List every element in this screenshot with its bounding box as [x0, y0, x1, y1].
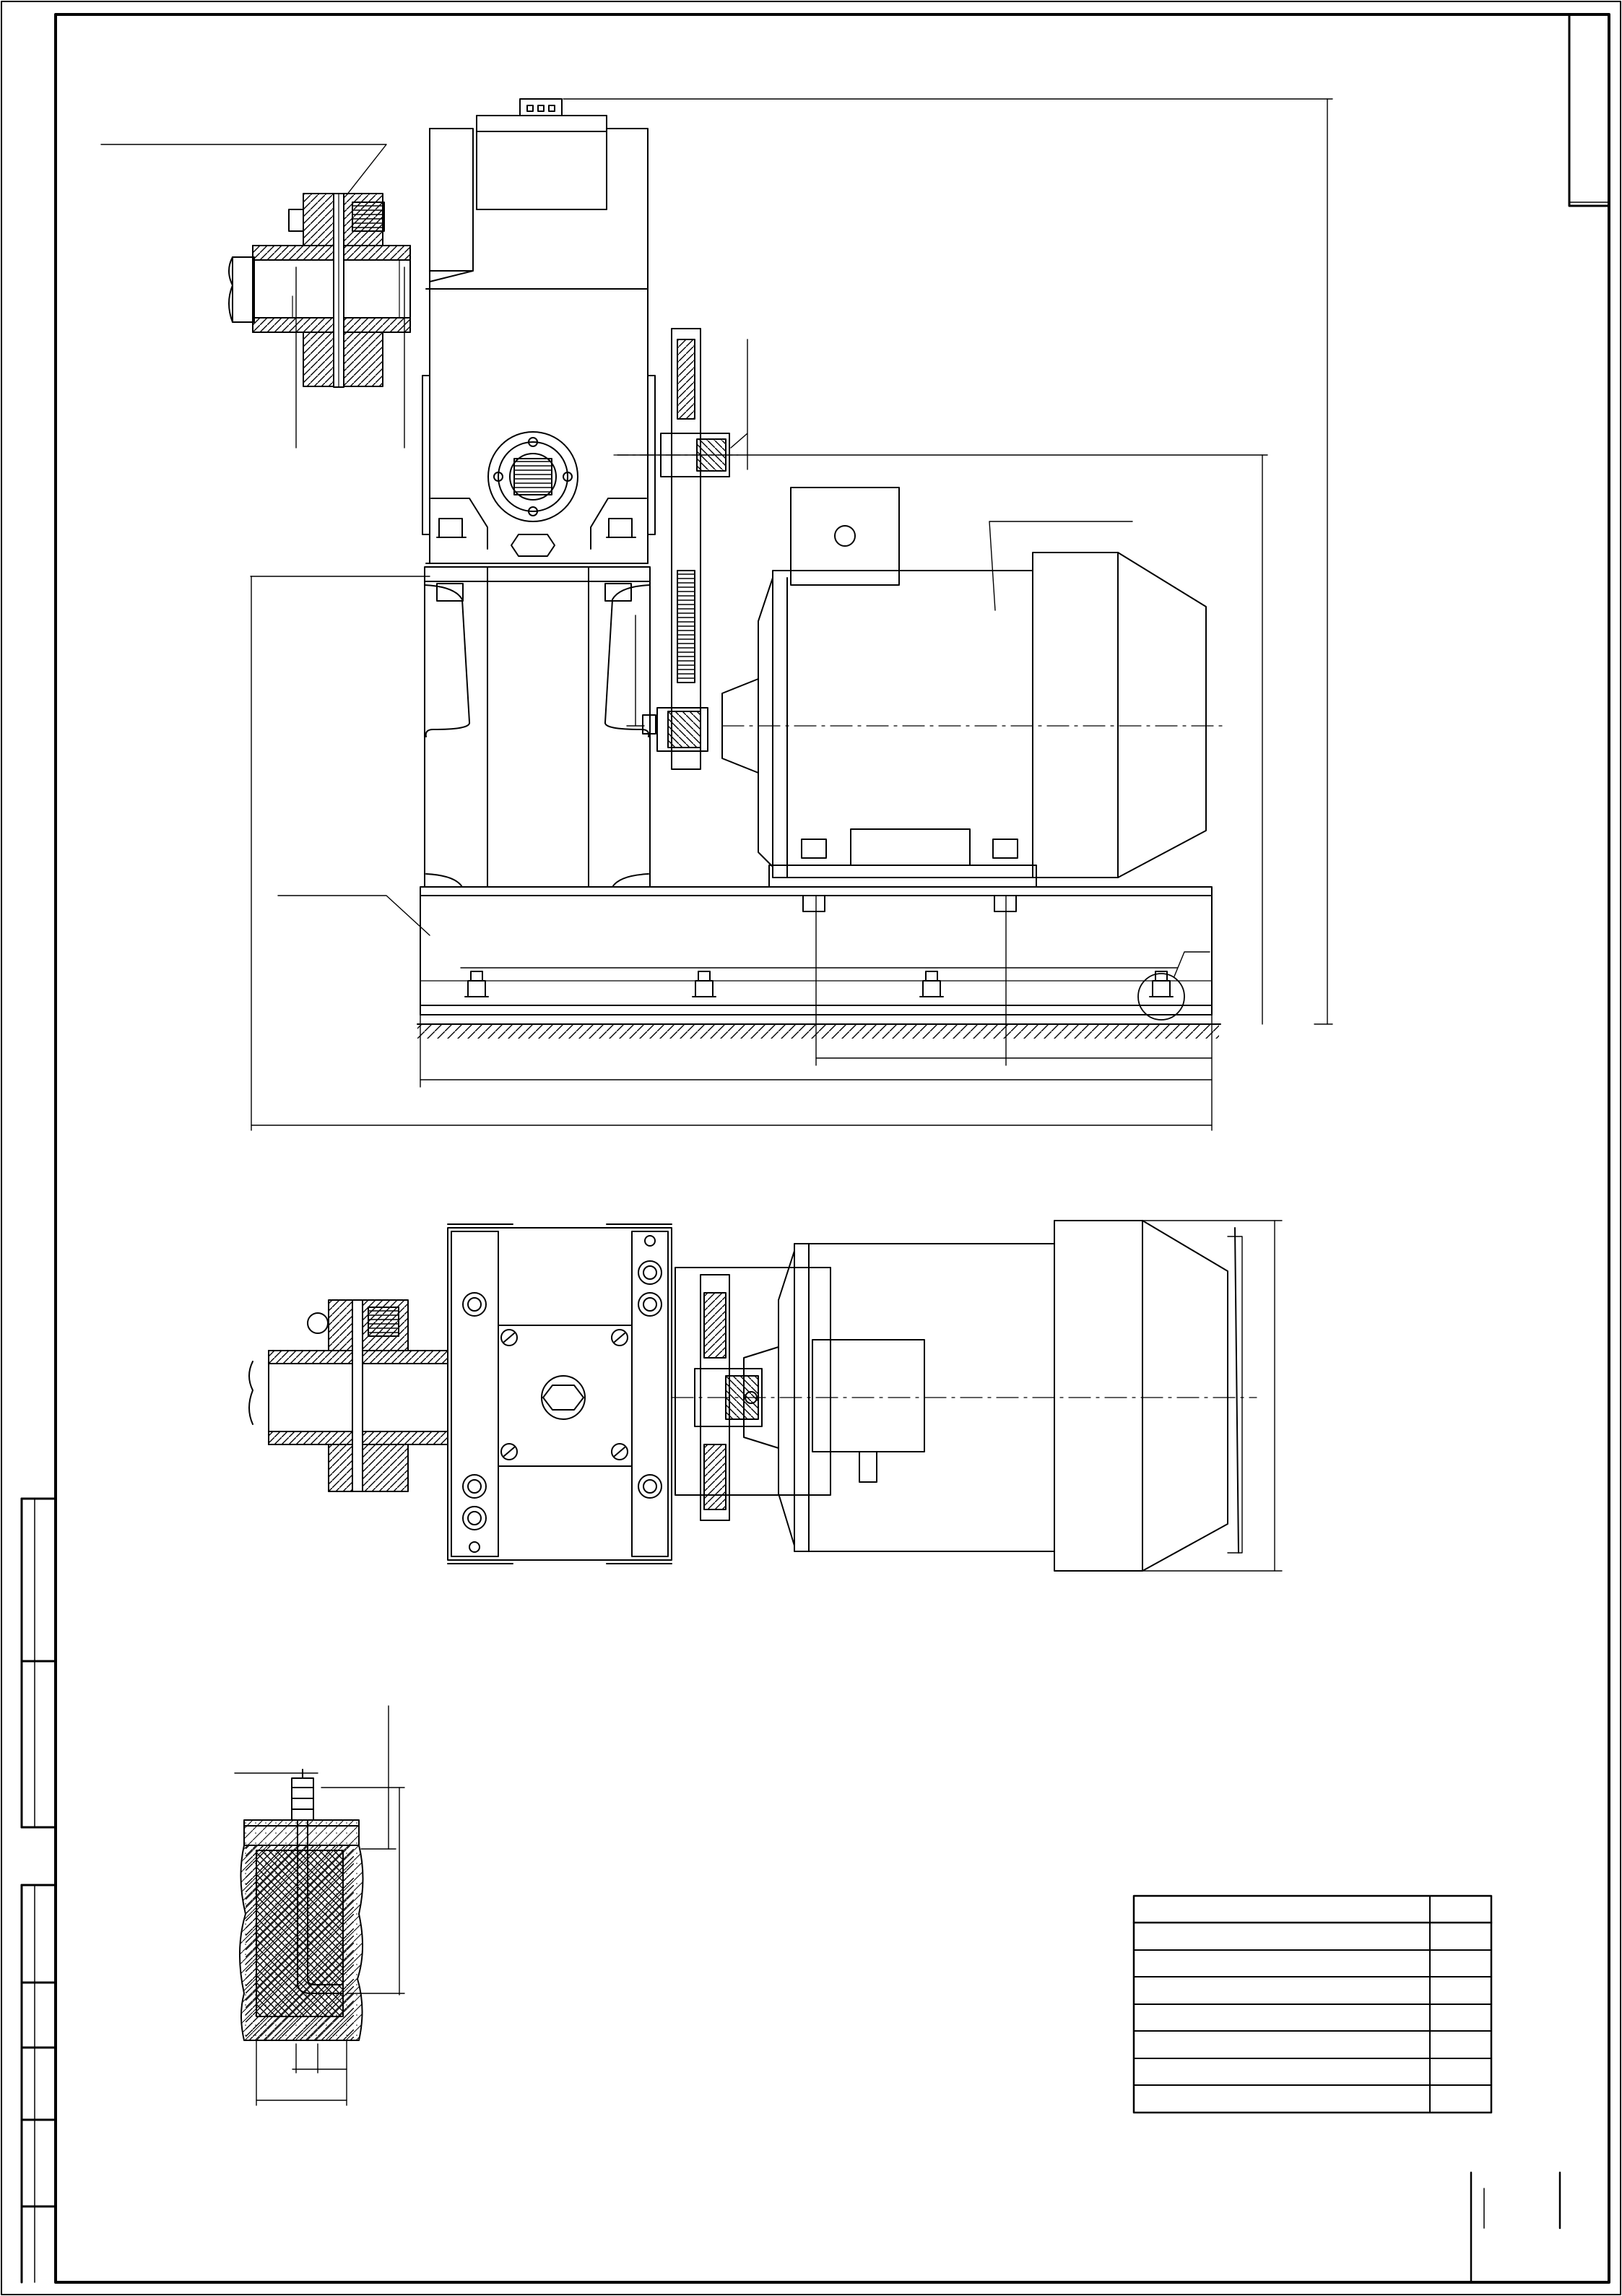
motor-foot-bolts	[801, 839, 1018, 912]
title-block	[1470, 2171, 1561, 2284]
gearbox-body	[422, 98, 656, 564]
margin-stamp-strips	[20, 1497, 57, 2284]
base-leader	[277, 895, 430, 936]
gear-pulley	[613, 328, 739, 770]
front-elevation-view	[100, 98, 1333, 1131]
output-coupling-plan	[248, 1299, 448, 1492]
plan-view	[248, 1220, 1283, 1572]
output-coupling-section	[100, 144, 411, 388]
foundation-bolts	[464, 951, 1210, 1021]
specification-table	[1132, 1894, 1493, 2114]
electric-motor	[721, 487, 1228, 912]
detail-callout-circle	[1137, 973, 1185, 1021]
plan-dimension-lines	[1142, 1220, 1283, 1572]
ground-hatch	[417, 1024, 1219, 1039]
detail-dimension-lines	[234, 1705, 405, 2106]
gear-pulley-plan	[671, 1267, 1257, 1521]
front-dimension-lines	[250, 98, 1333, 1131]
gearbox-support-stand	[424, 566, 651, 888]
motor-plan	[743, 1220, 1239, 1572]
anchor-bolt-detail-view	[234, 1705, 405, 2106]
gearbox-plan	[447, 1223, 672, 1564]
